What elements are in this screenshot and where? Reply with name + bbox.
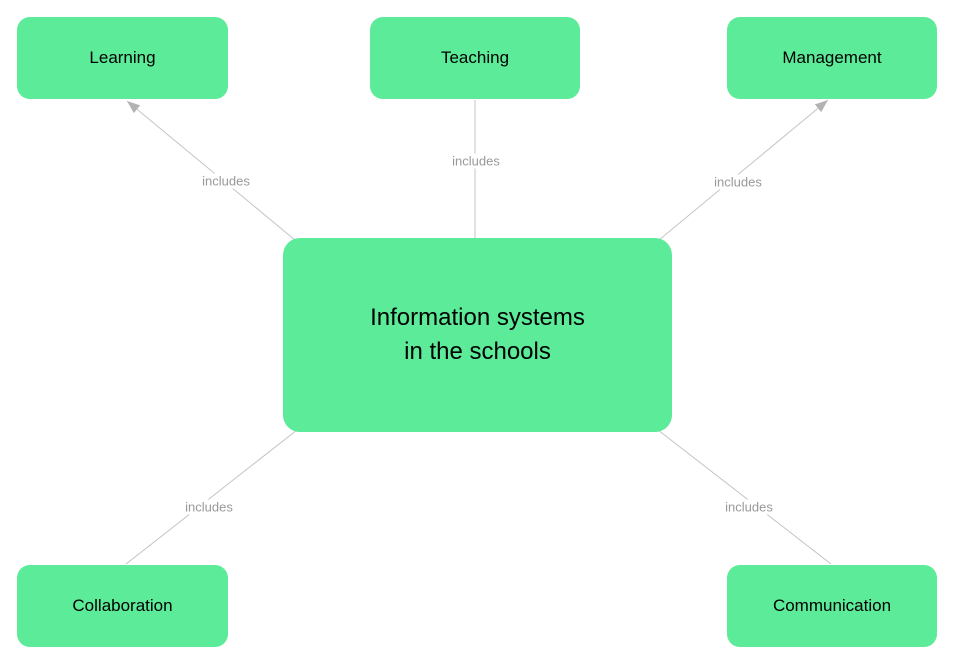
node-central-information-systems: Information systems in the schools	[283, 238, 672, 432]
node-communication: Communication	[727, 565, 937, 647]
connector-central-learning	[126, 100, 296, 241]
edge-label-includes-learning: includes	[199, 173, 253, 189]
node-teaching: Teaching	[370, 17, 580, 99]
edge-label-includes-teaching: includes	[449, 153, 503, 169]
connector-central-management	[658, 99, 829, 241]
edge-label-includes-communication: includes	[722, 499, 776, 515]
node-collaboration: Collaboration	[17, 565, 228, 647]
edge-label-includes-collaboration: includes	[182, 499, 236, 515]
connector-central-communication	[657, 429, 832, 565]
node-management: Management	[727, 17, 937, 99]
connector-central-collaboration	[125, 429, 298, 565]
node-learning: Learning	[17, 17, 228, 99]
edge-label-includes-management: includes	[711, 174, 765, 190]
